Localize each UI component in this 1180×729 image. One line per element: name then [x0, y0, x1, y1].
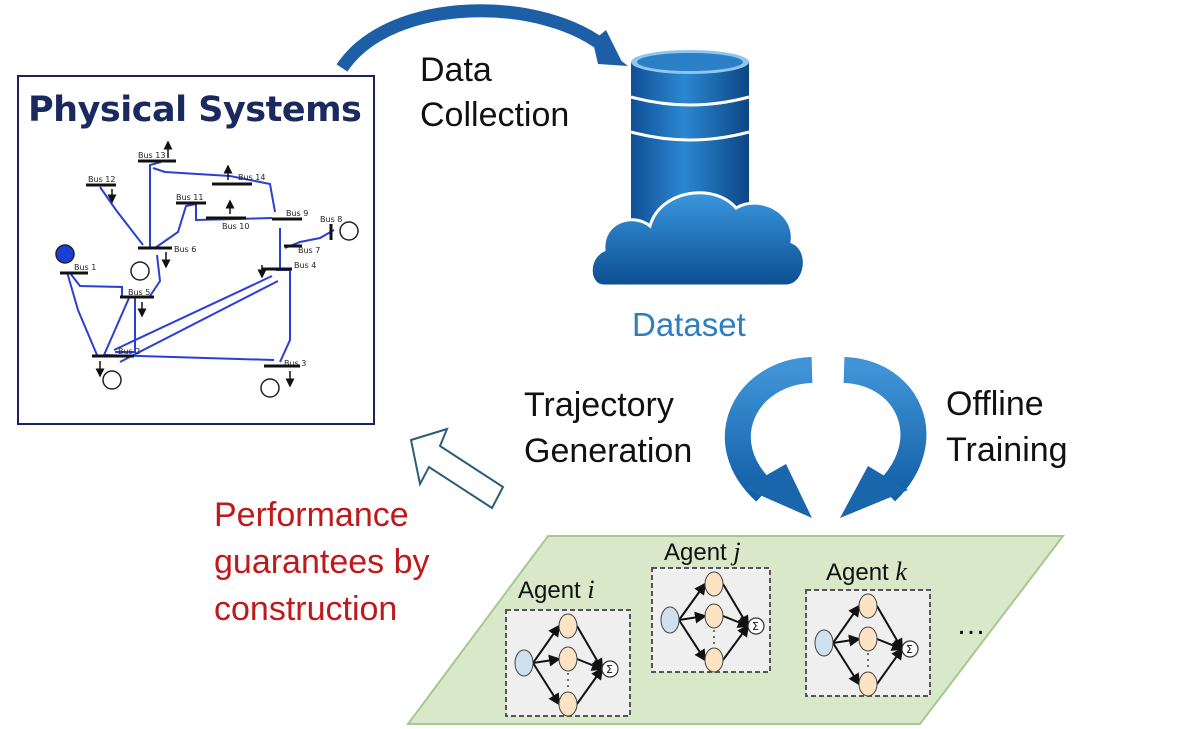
- network-edge: [832, 634, 861, 647]
- load-arrows: [95, 140, 295, 388]
- performance-line1: Performance: [214, 496, 409, 534]
- hidden-node: [558, 646, 578, 672]
- trajectory-generation-line1: Trajectory: [524, 386, 674, 424]
- hidden-node: [858, 671, 878, 697]
- input-node: [814, 629, 834, 657]
- trajectory-generation-line2: Generation: [524, 432, 693, 470]
- cloud-icon: [589, 191, 806, 288]
- performance-line3: construction: [214, 590, 398, 628]
- more-agents-ellipsis: …: [956, 608, 986, 641]
- agent-k-label: Agent k: [826, 557, 907, 586]
- network-edge: [576, 658, 604, 671]
- hidden-node: [558, 691, 578, 717]
- sum-node: [747, 617, 765, 635]
- bus-labels: Bus 1 Bus 2 Bus 3 Bus 4 Bus 5 Bus 6 Bus …: [74, 151, 342, 368]
- svg-text:Bus 3: Bus 3: [284, 359, 306, 368]
- svg-text:Bus 11: Bus 11: [176, 193, 203, 202]
- svg-text:Bus 9: Bus 9: [286, 209, 308, 218]
- svg-text:Bus 10: Bus 10: [222, 222, 249, 231]
- offline-training-line2: Training: [946, 431, 1068, 469]
- network-edge: [576, 667, 604, 705]
- svg-text:Bus 14: Bus 14: [238, 173, 265, 182]
- power-grid-network: [66, 161, 335, 363]
- network-edge: [832, 604, 861, 644]
- hidden-node: [858, 626, 878, 652]
- network-edge: [678, 582, 707, 621]
- performance-guarantees-label: Performance guarantees by construction: [214, 492, 430, 633]
- performance-line2: guarantees by: [214, 543, 430, 581]
- agent-j-index: j: [730, 537, 740, 566]
- generator-icons: [55, 221, 359, 398]
- data-collection-label-line1: Data: [420, 51, 492, 89]
- cycle-arrow-right: [840, 357, 927, 518]
- input-node: [514, 649, 534, 677]
- hidden-node: [858, 593, 878, 619]
- svg-text:Bus 8: Bus 8: [320, 215, 342, 224]
- bus-bars: [60, 159, 333, 368]
- sum-symbol: Σ: [752, 620, 759, 633]
- svg-text:Bus 6: Bus 6: [174, 245, 196, 254]
- network-edge: [876, 647, 904, 685]
- network-edge: [532, 662, 561, 706]
- agents-group: Agent i Σ Agent j Σ Agent k Σ: [505, 537, 931, 717]
- physical-systems-title: Physical Systems: [28, 90, 362, 130]
- network-edge: [722, 615, 750, 628]
- hidden-node: [704, 603, 724, 629]
- sum-node: [901, 640, 919, 658]
- svg-text:Bus 2: Bus 2: [118, 347, 140, 356]
- offline-training-line1: Offline: [946, 385, 1044, 423]
- hidden-node: [558, 613, 578, 639]
- data-collection-label-line2: Collection: [420, 96, 570, 134]
- network-edge: [876, 638, 904, 651]
- network-edge: [722, 624, 750, 661]
- svg-text:Bus 4: Bus 4: [294, 261, 316, 270]
- dataset-label: Dataset: [632, 306, 746, 343]
- network-edge: [532, 654, 561, 667]
- network-edge: [678, 619, 707, 662]
- agent-i-index: i: [587, 575, 594, 604]
- hidden-node: [704, 571, 724, 597]
- agent-j-label: Agent j: [664, 537, 741, 566]
- agent-k-network: Agent k Σ: [805, 557, 931, 697]
- sum-symbol: Σ: [906, 643, 913, 656]
- agent-k-index: k: [895, 557, 907, 586]
- agent-i-label: Agent i: [518, 575, 595, 604]
- svg-text:Bus 12: Bus 12: [88, 175, 115, 184]
- performance-arrow: [409, 427, 505, 510]
- hidden-node: [704, 647, 724, 673]
- agent-i-network: Agent i Σ: [505, 575, 631, 717]
- sum-symbol: Σ: [606, 663, 613, 676]
- svg-text:Bus 7: Bus 7: [298, 246, 320, 255]
- physical-systems-panel: [17, 75, 375, 425]
- network-edge: [532, 624, 561, 664]
- agent-j-network: Agent j Σ: [651, 537, 771, 673]
- data-collection-arrow: [336, 4, 628, 72]
- cycle-arrow-left: [724, 357, 814, 518]
- network-edge: [678, 611, 707, 624]
- sum-node: [601, 660, 619, 678]
- svg-text:Bus 5: Bus 5: [128, 288, 150, 297]
- svg-text:Bus 1: Bus 1: [74, 263, 96, 272]
- svg-text:Bus 13: Bus 13: [138, 151, 165, 160]
- input-node: [660, 606, 680, 634]
- network-edge: [832, 642, 861, 686]
